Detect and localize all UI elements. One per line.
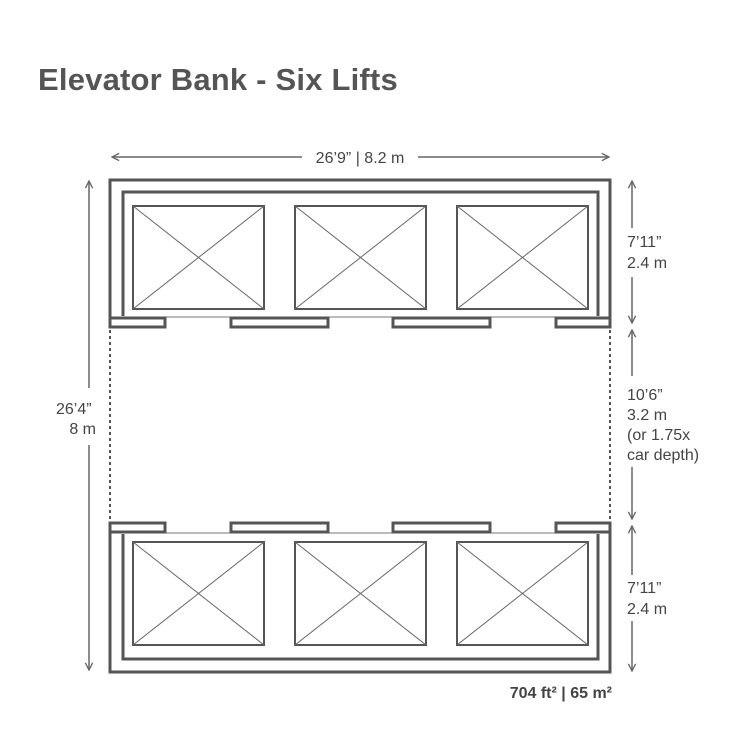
bottom-bank-outer-wall	[108, 523, 612, 674]
door-panel	[229, 521, 330, 534]
height-label-metric: 8 m	[69, 421, 96, 438]
top-elevator-bank	[108, 178, 612, 329]
lobby-depth-metric: 3.2 m	[627, 407, 667, 424]
elevator-car	[132, 541, 265, 646]
door-panel	[554, 316, 612, 329]
lobby-depth-note-2: car depth)	[627, 447, 699, 464]
door-panel	[554, 521, 612, 534]
door-panel	[391, 521, 492, 534]
area-label: 704 ft² | 65 m²	[510, 685, 612, 702]
height-label-imperial: 26’4”	[56, 401, 92, 418]
top-bank-outer-wall	[108, 178, 612, 327]
width-dimension: 26’9” | 8.2 m	[112, 150, 609, 167]
top-bank-depth-dimension: 7’11” 2.4 m	[627, 181, 667, 323]
svg-text:10’6” 3.2 m (or 1.: 10’6” 3.2 m (or 1.75x car depth)	[627, 387, 699, 464]
bottom-bank-depth-metric: 2.4 m	[627, 601, 667, 618]
top-bank-depth-metric: 2.4 m	[627, 255, 667, 272]
lobby-depth-note-1: (or 1.75x	[627, 427, 690, 444]
elevator-car	[294, 541, 427, 646]
bottom-bank-inner-wall	[121, 534, 600, 661]
svg-text:26’4” 8 m: 26’4” 8 m	[56, 401, 96, 438]
lobby-depth-imperial: 10’6”	[627, 387, 663, 404]
door-panel	[391, 316, 492, 329]
svg-text:7’11” 2.4 m: 7’11” 2.4 m	[627, 234, 667, 272]
door-panel	[229, 316, 330, 329]
top-bank-depth-imperial: 7’11”	[627, 234, 661, 251]
elevator-car	[294, 205, 427, 310]
lobby-depth-dimension: 10’6” 3.2 m (or 1.75x car depth)	[627, 330, 699, 519]
width-label: 26’9” | 8.2 m	[316, 150, 405, 167]
plan-title: Elevator Bank - Six Lifts	[38, 62, 398, 97]
door-panel	[108, 521, 167, 534]
top-bank-inner-wall	[121, 190, 600, 316]
svg-text:7’11” 2.4 m: 7’11” 2.4 m	[627, 580, 667, 618]
bottom-bank-depth-dimension: 7’11” 2.4 m	[627, 526, 667, 671]
elevator-car	[456, 205, 589, 310]
elevator-car	[456, 541, 589, 646]
elevator-car	[132, 205, 265, 310]
bottom-elevator-bank	[108, 521, 612, 674]
bottom-bank-depth-imperial: 7’11”	[627, 580, 661, 597]
door-panel	[108, 316, 167, 329]
height-dimension: 26’4” 8 m	[56, 181, 96, 670]
